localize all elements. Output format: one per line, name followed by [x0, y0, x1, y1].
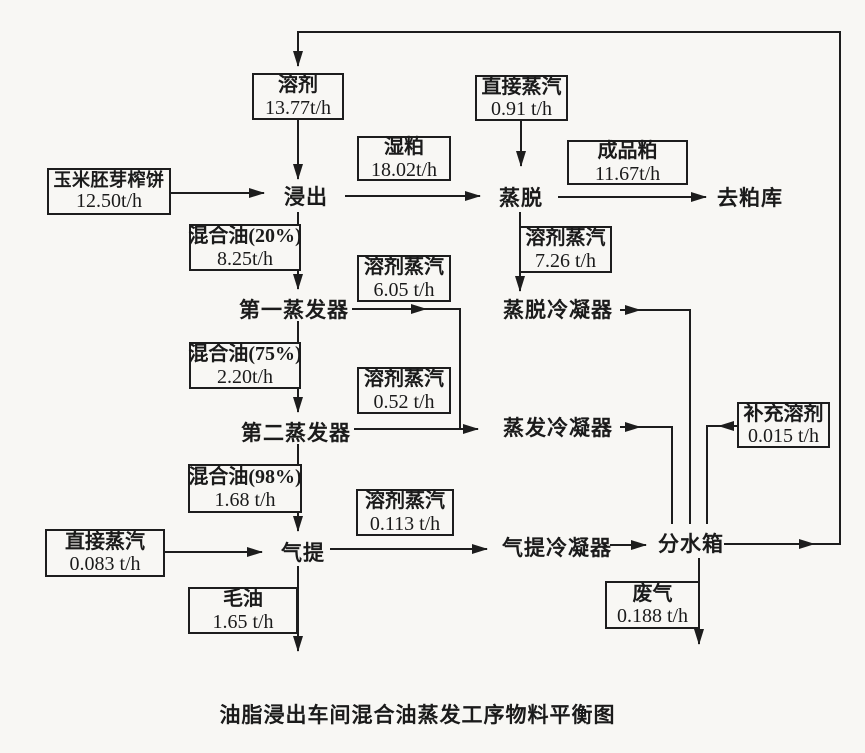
- diagram-title: 油脂浸出车间混合油蒸发工序物料平衡图: [219, 703, 616, 727]
- box-mixed-oil-20: 混合油(20%) 8.25t/h: [188, 224, 302, 271]
- box-wet-meal: 湿粕 18.02t/h: [357, 136, 451, 181]
- box-solvent-vapor-evap2: 溶剂蒸汽 0.52 t/h: [357, 367, 451, 414]
- box-corn-germ-cake: 玉米胚芽榨饼 12.50t/h: [47, 168, 171, 215]
- node-meal-storage: 去粕库: [717, 186, 783, 210]
- node-dt-condenser: 蒸脱冷凝器: [503, 298, 613, 322]
- wire-evapcondenser-to-separator: [638, 426, 673, 524]
- node-extraction: 浸出: [284, 185, 328, 209]
- box-solvent-value: 13.77t/h: [264, 96, 332, 119]
- wire-makeup-to-separator: [706, 425, 721, 524]
- box-solvent-vapor-stripper: 溶剂蒸汽 0.113 t/h: [356, 489, 454, 536]
- box-mixed-oil-75: 混合油(75%) 2.20t/h: [188, 342, 302, 389]
- box-direct-steam-stripper: 直接蒸汽 0.083 t/h: [45, 529, 165, 577]
- box-mixed-oil-98: 混合油(98%) 1.68 t/h: [188, 464, 302, 513]
- node-stripper: 气提: [281, 541, 325, 565]
- box-solvent-vapor-evap1: 溶剂蒸汽 6.05 t/h: [357, 255, 451, 302]
- box-solvent-name: 溶剂: [278, 74, 318, 97]
- box-crude-oil: 毛油 1.65 t/h: [188, 587, 298, 634]
- node-water-separator: 分水箱: [658, 532, 724, 556]
- node-strip-condenser: 气提冷凝器: [502, 536, 612, 560]
- wire-dtcondenser-to-separator: [638, 309, 691, 524]
- box-makeup-solvent: 补充溶剂 0.015 t/h: [737, 402, 830, 448]
- box-direct-steam-desolventizer: 直接蒸汽 0.91 t/h: [475, 75, 568, 121]
- node-evaporator1: 第一蒸发器: [239, 298, 349, 322]
- wire-evap1-vapor-corner: [424, 308, 461, 428]
- wire-recycle-to-solvent: [293, 31, 841, 545]
- box-solvent: 溶剂 13.77t/h: [252, 73, 344, 120]
- node-desolventizer: 蒸脱: [499, 186, 543, 210]
- box-finished-meal: 成品粕 11.67t/h: [567, 140, 688, 185]
- node-evap-condenser: 蒸发冷凝器: [503, 416, 613, 440]
- box-solvent-vapor-desolventizer: 溶剂蒸汽 7.26 t/h: [519, 226, 612, 273]
- node-evaporator2: 第二蒸发器: [241, 421, 351, 445]
- box-waste-gas: 废气 0.188 t/h: [605, 581, 700, 629]
